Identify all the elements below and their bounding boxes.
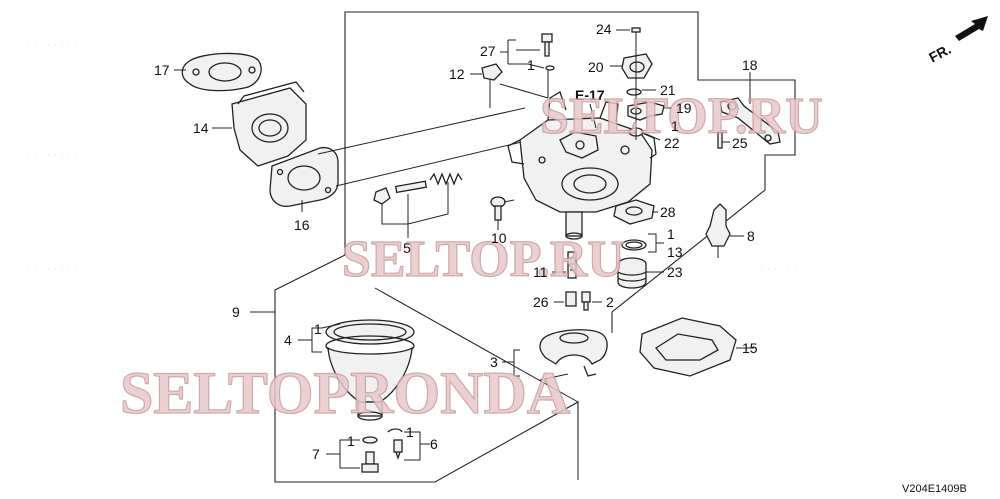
label-4: 4 [284, 332, 292, 348]
part-17-gasket [174, 52, 262, 92]
part-13-oring [621, 233, 664, 253]
watermark-middle: SELTOP.RU [342, 231, 625, 288]
label-3: 3 [490, 354, 498, 370]
front-label: FR. [926, 41, 953, 66]
part-7-bolt [326, 436, 379, 473]
label-2: 2 [606, 294, 614, 310]
svg-text:· · · · · · · · · ·: · · · · · · · · · · [20, 149, 84, 161]
svg-text:· · · · · · · · · ·: · · · · · · · · · · [20, 263, 84, 275]
label-11: 11 [533, 264, 548, 280]
front-direction-indicator: FR. [926, 16, 988, 66]
watermark-bottom: SELTOPRONDA [120, 360, 570, 426]
part-5-screw-spring [373, 172, 463, 238]
label-14: 14 [193, 120, 209, 136]
reference-e17-label: E-17 [575, 87, 605, 103]
label-1e: 1 [347, 433, 355, 449]
part-28-gasket [613, 199, 658, 225]
label-18: 18 [742, 57, 758, 73]
part-23-main-jet-holder [617, 257, 664, 289]
part-15-gasket [639, 317, 754, 377]
label-5: 5 [403, 240, 411, 256]
svg-text:· · · · · · ·: · · · · · · · [760, 263, 804, 275]
label-22: 22 [664, 135, 680, 151]
label-6: 6 [430, 436, 438, 452]
label-16: 16 [294, 217, 310, 233]
part-6-drain-screw [387, 428, 430, 461]
label-9: 9 [232, 304, 240, 320]
label-25: 25 [732, 135, 748, 151]
label-15: 15 [742, 340, 758, 356]
part-25-pin [717, 131, 730, 149]
label-7: 7 [312, 446, 320, 462]
part-number-labels: 17 14 16 5 10 12 27 1 24 20 21 19 1 22 1… [154, 21, 758, 462]
assembly-frame [274, 11, 796, 483]
label-1a: 1 [527, 57, 535, 73]
part-16-gasket [269, 107, 531, 212]
part-stack-24-22 [610, 27, 672, 141]
label-1c: 1 [667, 226, 675, 242]
label-28: 28 [660, 204, 676, 220]
part-11-emulsion-tube [552, 251, 577, 279]
label-8: 8 [747, 228, 755, 244]
part-10-screw [490, 196, 515, 230]
svg-text:· · · · · · · · · ·: · · · · · · · · · · [20, 39, 84, 51]
label-1d: 1 [314, 321, 322, 337]
label-17: 17 [154, 62, 170, 78]
part-12-cap [470, 63, 503, 108]
diagram-code: V204E1409B [902, 483, 967, 495]
part-3-float [502, 329, 608, 381]
part-27-screw [500, 33, 555, 98]
carburetor-body [499, 83, 657, 240]
label-23: 23 [667, 264, 683, 280]
label-21: 21 [660, 82, 676, 98]
label-1f: 1 [406, 424, 414, 440]
label-12: 12 [449, 66, 465, 82]
label-24: 24 [596, 21, 612, 37]
label-27: 27 [480, 43, 496, 59]
label-26: 26 [533, 294, 549, 310]
label-20: 20 [588, 59, 604, 75]
label-19: 19 [676, 100, 692, 116]
part-18-lever [719, 72, 781, 145]
watermark-top: SELTOP.RU [540, 88, 823, 145]
label-10: 10 [491, 230, 507, 246]
part-26-jet [554, 291, 577, 307]
part-9-float-chamber [250, 311, 415, 421]
label-13: 13 [667, 244, 683, 260]
part-8-float-valve [705, 203, 744, 258]
part-14-insulator [212, 81, 307, 167]
part-2-screw [581, 291, 602, 311]
label-1b: 1 [671, 118, 679, 134]
